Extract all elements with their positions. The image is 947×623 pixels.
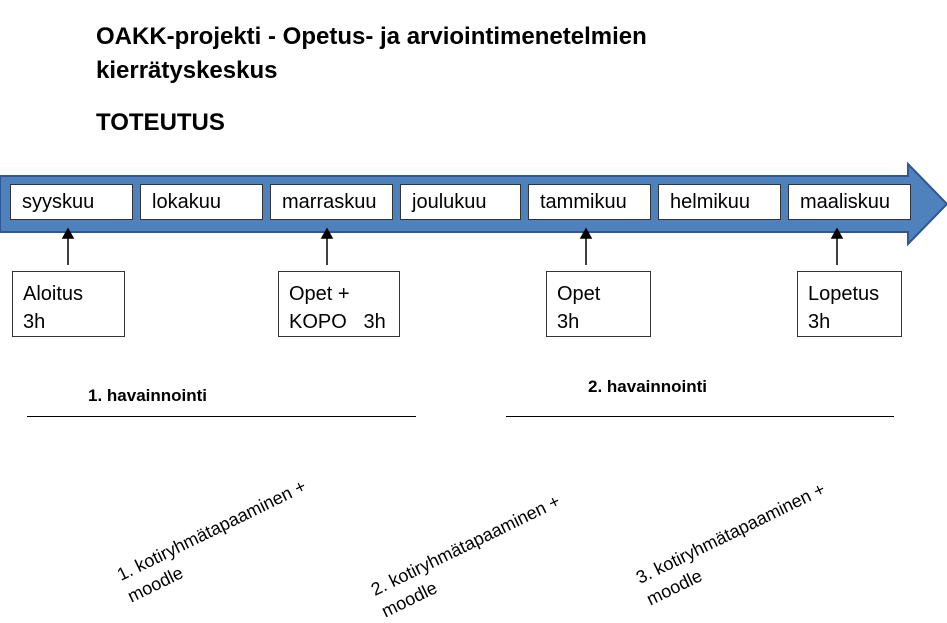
observation-line-1 <box>27 416 416 417</box>
event-pointer-head-aloitus <box>61 227 75 239</box>
event-box-lopetus: Lopetus 3h <box>797 271 902 337</box>
page-title: OAKK-projekti - Opetus- ja arviointimene… <box>96 23 647 84</box>
observation-line-2 <box>506 416 894 417</box>
month-box-joulukuu: joulukuu <box>400 184 521 220</box>
page-subtitle: TOTEUTUS <box>96 109 225 136</box>
observation-label-2: 2. havainnointi <box>588 377 708 396</box>
event-box-opet-kopo: Opet + KOPO 3h <box>278 271 400 337</box>
event-pointer-head-opet-kopo <box>320 227 334 239</box>
month-box-marraskuu: marraskuu <box>270 184 393 220</box>
event-pointer-head-opet <box>579 227 593 239</box>
event-box-aloitus: Aloitus 3h <box>12 271 125 337</box>
month-box-tammikuu: tammikuu <box>528 184 651 220</box>
event-pointer-head-lopetus <box>830 227 844 239</box>
event-box-opet: Opet 3h <box>546 271 651 337</box>
month-box-syyskuu: syyskuu <box>10 184 133 220</box>
month-box-helmikuu: helmikuu <box>658 184 781 220</box>
month-box-maaliskuu: maaliskuu <box>788 184 911 220</box>
month-box-lokakuu: lokakuu <box>140 184 263 220</box>
observation-label-1: 1. havainnointi <box>88 386 208 405</box>
